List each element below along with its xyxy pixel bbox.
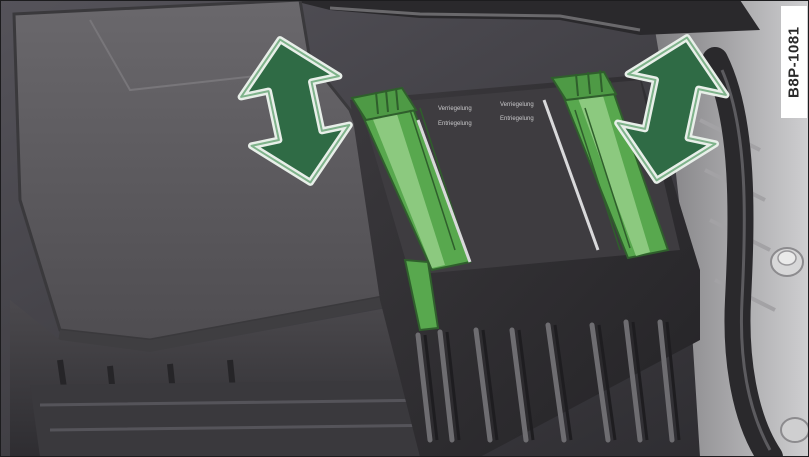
bolt-icon xyxy=(771,248,803,276)
label-right-bottom: Entriegelung xyxy=(500,116,534,122)
figure-code-label: B8P-1081 xyxy=(781,6,807,118)
label-left-bottom: Entriegelung xyxy=(438,121,472,127)
bolt-lower xyxy=(781,418,809,442)
label-right-top: Verriegelung xyxy=(500,102,534,108)
label-left-top: Verriegelung xyxy=(438,106,472,112)
